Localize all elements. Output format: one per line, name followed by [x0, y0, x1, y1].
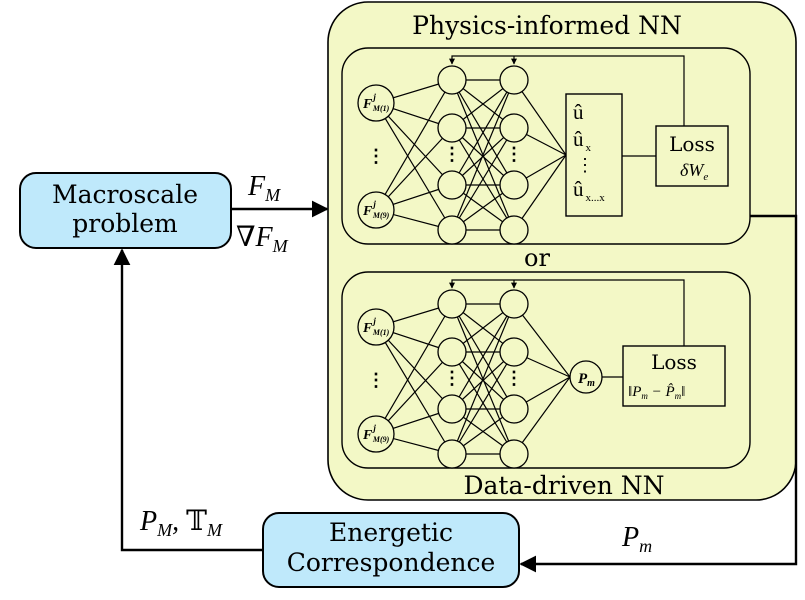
- edge: [513, 79, 567, 156]
- pinn-output-dots: ⋮: [576, 155, 594, 175]
- arrow-energetic-to-macro: [113, 248, 263, 552]
- hidden-neuron: [437, 170, 467, 200]
- pinn-loss-title: Loss: [669, 132, 715, 156]
- ellipsis-dots: ⋮: [505, 144, 523, 164]
- edge: [513, 154, 567, 231]
- pinn-output-u: û: [573, 100, 584, 124]
- edge: [375, 326, 453, 455]
- input-ellipsis: ⋮: [367, 146, 385, 166]
- hidden-neuron: [499, 394, 529, 424]
- ellipsis-dots: ⋮: [443, 144, 461, 164]
- macroscale-line2: problem: [72, 209, 178, 238]
- input-neuron: [357, 308, 395, 346]
- edge: [513, 376, 571, 455]
- ellipsis-dots: ⋮: [505, 368, 523, 388]
- input-neuron: [357, 415, 395, 453]
- edge: [451, 127, 515, 231]
- pinn-loss-expr: δWe: [680, 160, 708, 183]
- label-gradFM: ∇FM: [236, 222, 289, 256]
- hidden-neuron: [499, 113, 529, 143]
- pinn-loss-box: [655, 125, 729, 187]
- hidden-neuron: [499, 215, 529, 245]
- edge: [375, 102, 453, 231]
- macroscale-line1: Macroscale: [52, 180, 198, 209]
- edge: [513, 303, 571, 378]
- ddnn-title: Data-driven NN: [463, 471, 664, 500]
- hidden-neuron: [437, 439, 467, 469]
- edge: [451, 79, 515, 231]
- hidden-neuron: [499, 289, 529, 319]
- input-neuron: [357, 84, 395, 122]
- ddnn-output-label: Pm: [578, 371, 595, 389]
- ddnn-loss-title: Loss: [651, 350, 697, 374]
- edge: [451, 351, 515, 455]
- energetic-line2: Correspondence: [287, 548, 496, 577]
- edge: [451, 79, 515, 186]
- edge: [451, 303, 515, 410]
- hidden-neuron: [499, 65, 529, 95]
- arrow-nn-to-energetic: [519, 214, 798, 573]
- or-label: or: [524, 244, 550, 272]
- hidden-neuron: [437, 394, 467, 424]
- input-neuron: [357, 191, 395, 229]
- hidden-neuron: [437, 113, 467, 143]
- hidden-neuron: [499, 170, 529, 200]
- ddnn-loss-expr: ‖Pm − P̂m‖: [628, 384, 685, 401]
- pinn-output-box: [565, 93, 623, 217]
- ddnn-loss-box: [622, 345, 726, 407]
- hidden-neuron: [499, 439, 529, 469]
- edge: [375, 303, 453, 435]
- edge: [451, 303, 515, 455]
- hidden-neuron: [437, 289, 467, 319]
- hidden-neuron: [437, 337, 467, 367]
- energetic-line1: Energetic: [329, 518, 453, 547]
- hidden-neuron: [437, 215, 467, 245]
- edge: [375, 79, 453, 211]
- hidden-neuron: [437, 65, 467, 95]
- label-Pm: Pm: [621, 522, 652, 556]
- pinn-title: Physics-informed NN: [412, 11, 682, 40]
- label-PM-TM: PM, 𝕋M: [139, 506, 223, 540]
- macroscale-box: [19, 172, 232, 249]
- input-ellipsis: ⋮: [367, 370, 385, 390]
- ellipsis-dots: ⋮: [443, 368, 461, 388]
- hidden-neuron: [499, 337, 529, 367]
- label-FM: FM: [247, 171, 281, 205]
